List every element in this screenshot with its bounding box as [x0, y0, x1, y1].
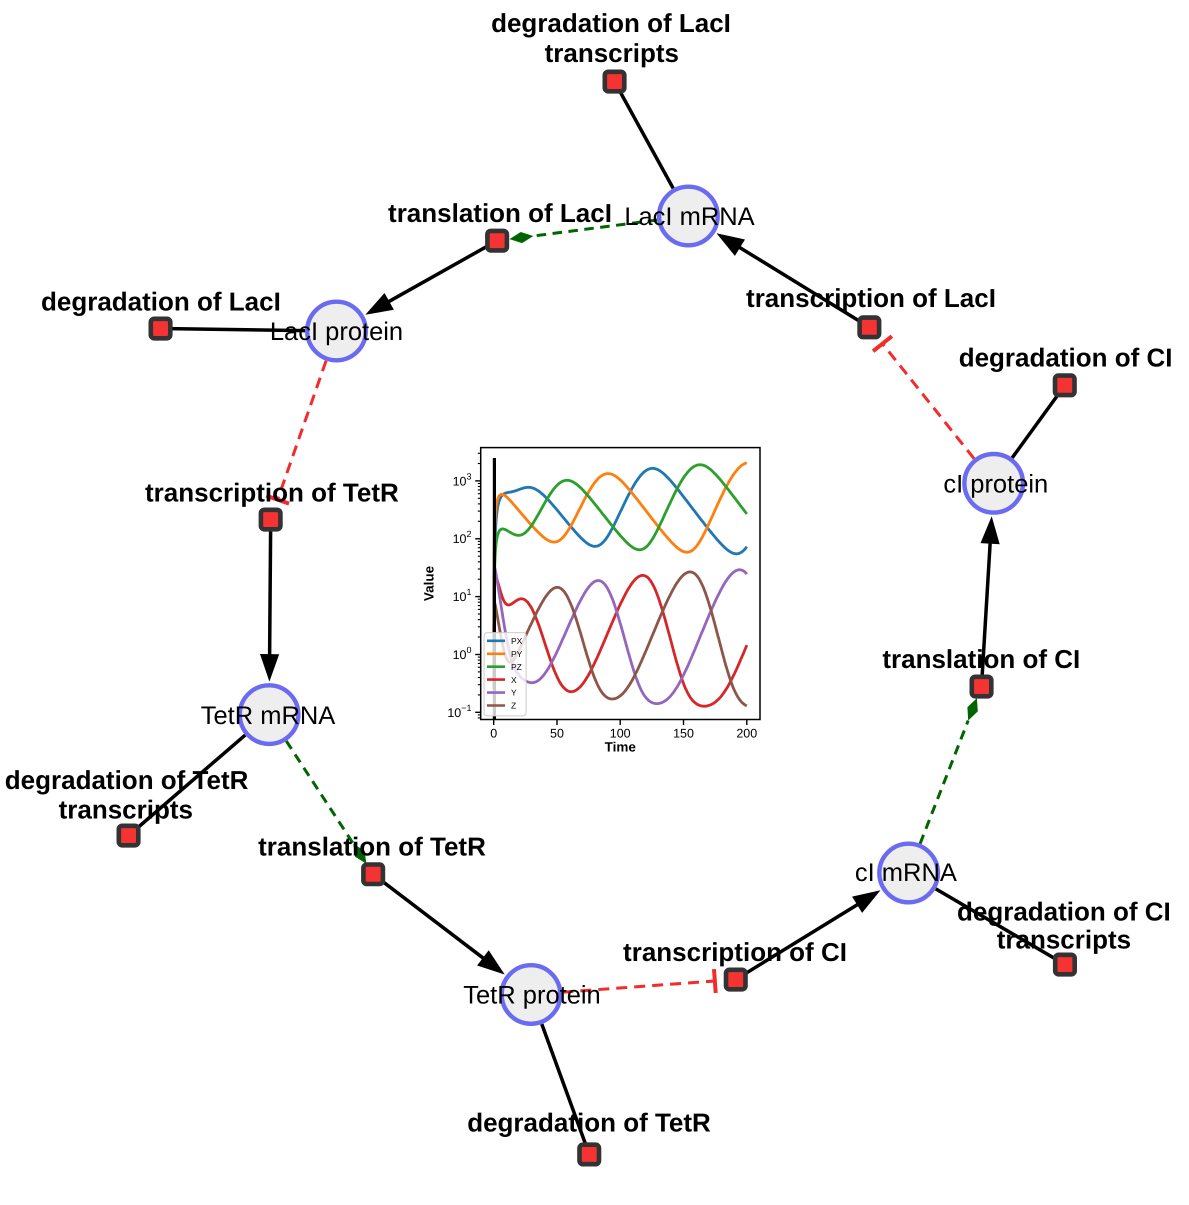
svg-text:102: 102 [453, 529, 472, 546]
svg-text:transcripts: transcripts [59, 795, 193, 825]
svg-text:PZ: PZ [511, 662, 522, 672]
svg-text:degradation of CI: degradation of CI [957, 897, 1171, 927]
svg-text:LacI mRNA: LacI mRNA [624, 203, 754, 231]
svg-text:PY: PY [511, 649, 523, 659]
svg-text:translation of CI: translation of CI [882, 644, 1080, 674]
svg-text:103: 103 [453, 471, 472, 488]
svg-text:10−1: 10−1 [447, 703, 471, 720]
svg-text:transcripts: transcripts [545, 38, 679, 68]
svg-text:101: 101 [453, 587, 472, 604]
svg-text:150: 150 [673, 727, 694, 741]
svg-text:translation of TetR: translation of TetR [258, 832, 486, 862]
svg-text:50: 50 [550, 727, 564, 741]
svg-text:degradation of CI: degradation of CI [959, 343, 1173, 373]
svg-text:cI protein: cI protein [943, 471, 1048, 499]
svg-text:Time: Time [605, 740, 637, 755]
svg-text:Y: Y [511, 688, 517, 698]
svg-text:LacI protein: LacI protein [270, 318, 403, 346]
svg-text:0: 0 [490, 727, 497, 741]
svg-text:TetR protein: TetR protein [463, 982, 601, 1010]
svg-text:X: X [511, 675, 517, 685]
svg-text:200: 200 [736, 727, 757, 741]
svg-text:cI mRNA: cI mRNA [855, 859, 957, 887]
svg-text:Value: Value [422, 565, 437, 601]
svg-text:TetR mRNA: TetR mRNA [201, 702, 336, 730]
svg-text:transcription of LacI: transcription of LacI [746, 283, 996, 313]
svg-text:Z: Z [511, 701, 516, 711]
svg-text:PX: PX [511, 636, 523, 646]
svg-text:degradation of LacI: degradation of LacI [41, 286, 281, 316]
svg-text:100: 100 [453, 645, 472, 662]
svg-text:100: 100 [610, 727, 631, 741]
svg-text:degradation of LacI: degradation of LacI [491, 8, 731, 38]
svg-text:degradation of TetR: degradation of TetR [467, 1108, 711, 1138]
svg-text:degradation of TetR: degradation of TetR [5, 765, 249, 795]
svg-text:transcription of TetR: transcription of TetR [145, 478, 399, 508]
svg-text:translation of LacI: translation of LacI [388, 198, 612, 228]
svg-text:transcripts: transcripts [997, 925, 1131, 955]
svg-text:transcription of CI: transcription of CI [623, 937, 847, 967]
